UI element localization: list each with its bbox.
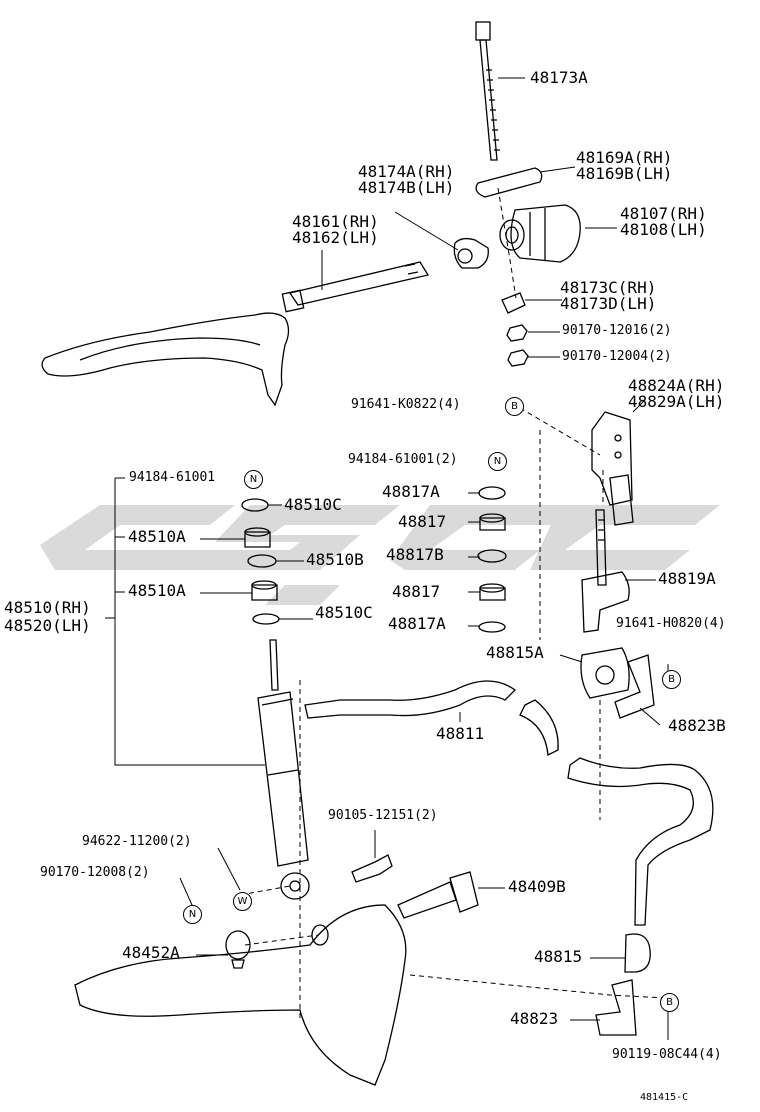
shock-absorber-48510 bbox=[257, 639, 310, 900]
callout-n-right: N bbox=[488, 452, 507, 471]
rod-48819A bbox=[581, 509, 630, 633]
washer-48817A-bot bbox=[478, 621, 506, 633]
label-48107-rh: 48107(RH) bbox=[620, 204, 707, 223]
bushing-48817-1 bbox=[479, 513, 506, 531]
label-48173A: 48173A bbox=[530, 68, 588, 87]
label-48510A-1: 48510A bbox=[128, 527, 186, 546]
label-48817-2: 48817 bbox=[392, 582, 441, 601]
label-48823B: 48823B bbox=[668, 716, 726, 735]
label-48161-rh: 48161(RH) bbox=[292, 212, 379, 231]
torsion-bar-48161 bbox=[281, 261, 430, 313]
callout-w: W bbox=[233, 892, 252, 911]
label-48817A-top: 48817A bbox=[382, 482, 440, 501]
bracket-48824A bbox=[591, 411, 634, 526]
washer-48510C-bot bbox=[252, 613, 280, 625]
label-bolt-08c44: 90119-08C44(4) bbox=[612, 1047, 722, 1062]
callout-n-bottom: N bbox=[183, 905, 202, 924]
label-48510B: 48510B bbox=[306, 550, 364, 569]
nut-12016 bbox=[506, 324, 528, 342]
label-48452A: 48452A bbox=[122, 943, 180, 962]
upper-arm-inner bbox=[79, 337, 261, 361]
label-48824A-rh: 48824A(RH) bbox=[628, 376, 725, 395]
label-48520-lh: 48520(LH) bbox=[4, 616, 91, 635]
label-48823: 48823 bbox=[510, 1009, 559, 1028]
label-bolt-h0820: 91641-H0820(4) bbox=[616, 616, 726, 631]
retainer-48169 bbox=[475, 167, 543, 198]
label-nut-12016: 90170-12016(2) bbox=[562, 323, 672, 338]
cam-48452A bbox=[225, 930, 251, 969]
callout-b-bottom: B bbox=[660, 993, 679, 1012]
upper-arm-outline bbox=[41, 312, 290, 407]
label-washer-11200: 94622-11200(2) bbox=[82, 834, 192, 849]
label-48811: 48811 bbox=[436, 724, 485, 743]
label-48510-rh: 48510(RH) bbox=[4, 598, 91, 617]
label-48173D-lh: 48173D(LH) bbox=[560, 294, 657, 313]
label-48817B: 48817B bbox=[386, 545, 444, 564]
leader-lines bbox=[105, 77, 669, 1040]
label-48817-1: 48817 bbox=[398, 512, 447, 531]
block-48173C bbox=[501, 292, 526, 314]
label-nut-61001-left: 94184-61001 bbox=[129, 470, 216, 485]
bolt-48173A bbox=[475, 21, 500, 161]
label-48817A-bot: 48817A bbox=[388, 614, 446, 633]
bushing-48510A-2 bbox=[251, 580, 278, 601]
label-nut-12004: 90170-12004(2) bbox=[562, 349, 672, 364]
label-48174A-rh: 48174A(RH) bbox=[358, 162, 455, 181]
bushing-48107 bbox=[499, 204, 581, 263]
label-nut-61001-right: 94184-61001(2) bbox=[348, 452, 458, 467]
label-48409B: 48409B bbox=[508, 877, 566, 896]
lower-arm-outline bbox=[74, 904, 407, 1086]
label-48829A-lh: 48829A(LH) bbox=[628, 392, 725, 411]
label-nut-12008: 90170-12008(2) bbox=[40, 865, 150, 880]
label-48169A-rh: 48169A(RH) bbox=[576, 148, 673, 167]
stabilizer-bar-48811 bbox=[304, 680, 517, 719]
label-48108-lh: 48108(LH) bbox=[620, 220, 707, 239]
dashed-guides bbox=[239, 187, 666, 1020]
washer-48817A-top bbox=[478, 486, 506, 500]
callout-b-mid: B bbox=[662, 670, 681, 689]
label-48510C-bot: 48510C bbox=[315, 603, 373, 622]
bolt-90105 bbox=[351, 854, 393, 883]
label-bolt-k0822: 91641-K0822(4) bbox=[351, 397, 461, 412]
callout-n-left: N bbox=[244, 470, 263, 489]
label-bolt-12151: 90105-12151(2) bbox=[328, 808, 438, 823]
part-drawings bbox=[41, 21, 714, 1086]
callout-b-top: B bbox=[505, 397, 524, 416]
footer-code: 481415-C bbox=[640, 1092, 689, 1103]
nut-12004 bbox=[507, 349, 529, 367]
label-48510C-top: 48510C bbox=[284, 495, 342, 514]
label-48815: 48815 bbox=[534, 947, 583, 966]
bushing-48817-2 bbox=[479, 583, 506, 601]
washer-48817B bbox=[477, 549, 507, 563]
label-48169B-lh: 48169B(LH) bbox=[576, 164, 673, 183]
label-48819A: 48819A bbox=[658, 569, 716, 588]
bolt-48409B bbox=[397, 871, 479, 919]
label-48815A: 48815A bbox=[486, 643, 544, 662]
bracket-48823 bbox=[595, 979, 637, 1036]
label-48162-lh: 48162(LH) bbox=[292, 228, 379, 247]
label-48510A-2: 48510A bbox=[128, 581, 186, 600]
label-48173C-rh: 48173C(RH) bbox=[560, 278, 657, 297]
collar-48174 bbox=[453, 237, 489, 269]
bushing-48815A bbox=[580, 647, 630, 699]
bracket-48823B bbox=[614, 654, 655, 719]
watermark-logo bbox=[40, 505, 720, 605]
bushing-48815 bbox=[624, 933, 651, 973]
bushing-48510A-1 bbox=[244, 527, 271, 548]
label-48174B-lh: 48174B(LH) bbox=[358, 178, 455, 197]
